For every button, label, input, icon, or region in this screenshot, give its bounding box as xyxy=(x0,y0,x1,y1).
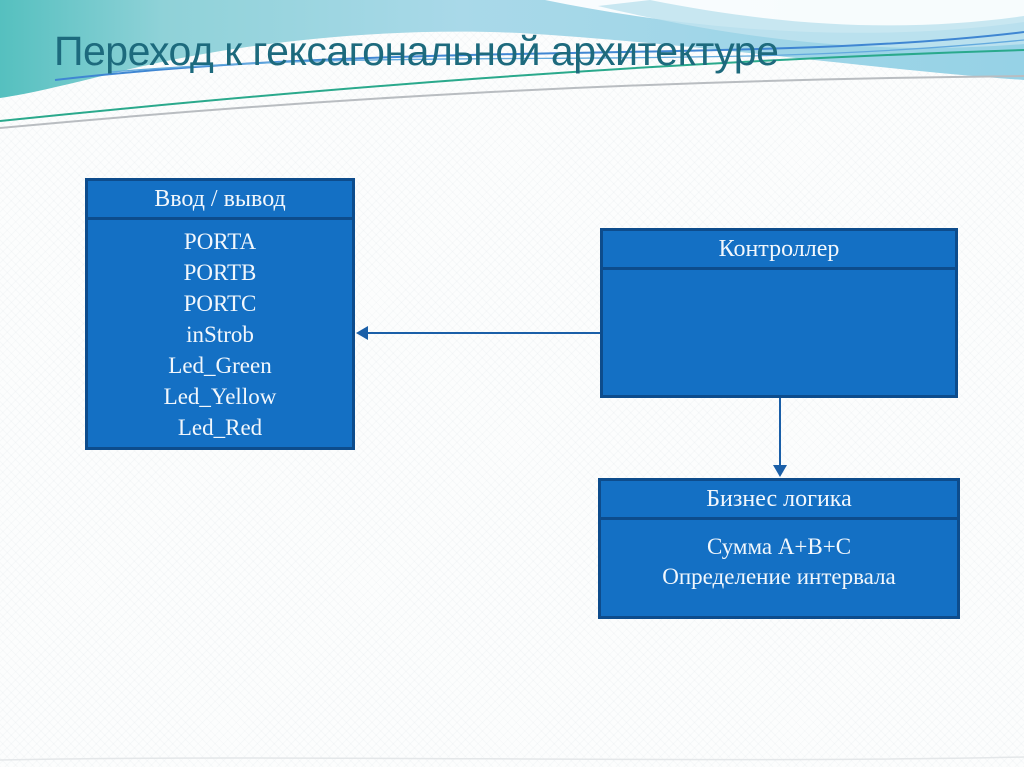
page-title: Переход к гексагональной архитектуре xyxy=(54,28,779,74)
io-item: PORTB xyxy=(183,260,257,285)
io-box-body: PORTA PORTB PORTC inStrob Led_Green Led_… xyxy=(88,220,352,443)
controller-box-title: Контроллер xyxy=(603,231,955,270)
business-box-title: Бизнес логика xyxy=(601,481,957,520)
business-box-body: Сумма A+B+C Определение интервала xyxy=(601,520,957,592)
footer-wave-decoration xyxy=(0,756,1024,761)
io-item: Led_Red xyxy=(177,415,263,440)
business-item: Сумма A+B+C xyxy=(706,534,852,559)
business-logic-box: Бизнес логика Сумма A+B+C Определение ин… xyxy=(598,478,960,619)
io-item: PORTC xyxy=(183,291,257,316)
connector-controller-to-io-arrowhead-icon xyxy=(356,326,368,340)
io-item: inStrob xyxy=(186,322,254,347)
connector-controller-to-io-line xyxy=(367,332,600,334)
io-item: Led_Yellow xyxy=(163,384,277,409)
business-item: Определение интервала xyxy=(662,564,896,589)
controller-box-body xyxy=(603,270,955,276)
connector-controller-to-business-line xyxy=(779,398,781,466)
io-box: Ввод / вывод PORTA PORTB PORTC inStrob L… xyxy=(85,178,355,450)
io-box-title: Ввод / вывод xyxy=(88,181,352,220)
connector-controller-to-business-arrowhead-icon xyxy=(773,465,787,477)
io-item: Led_Green xyxy=(168,353,272,378)
controller-box: Контроллер xyxy=(600,228,958,398)
io-item: PORTA xyxy=(183,229,257,254)
